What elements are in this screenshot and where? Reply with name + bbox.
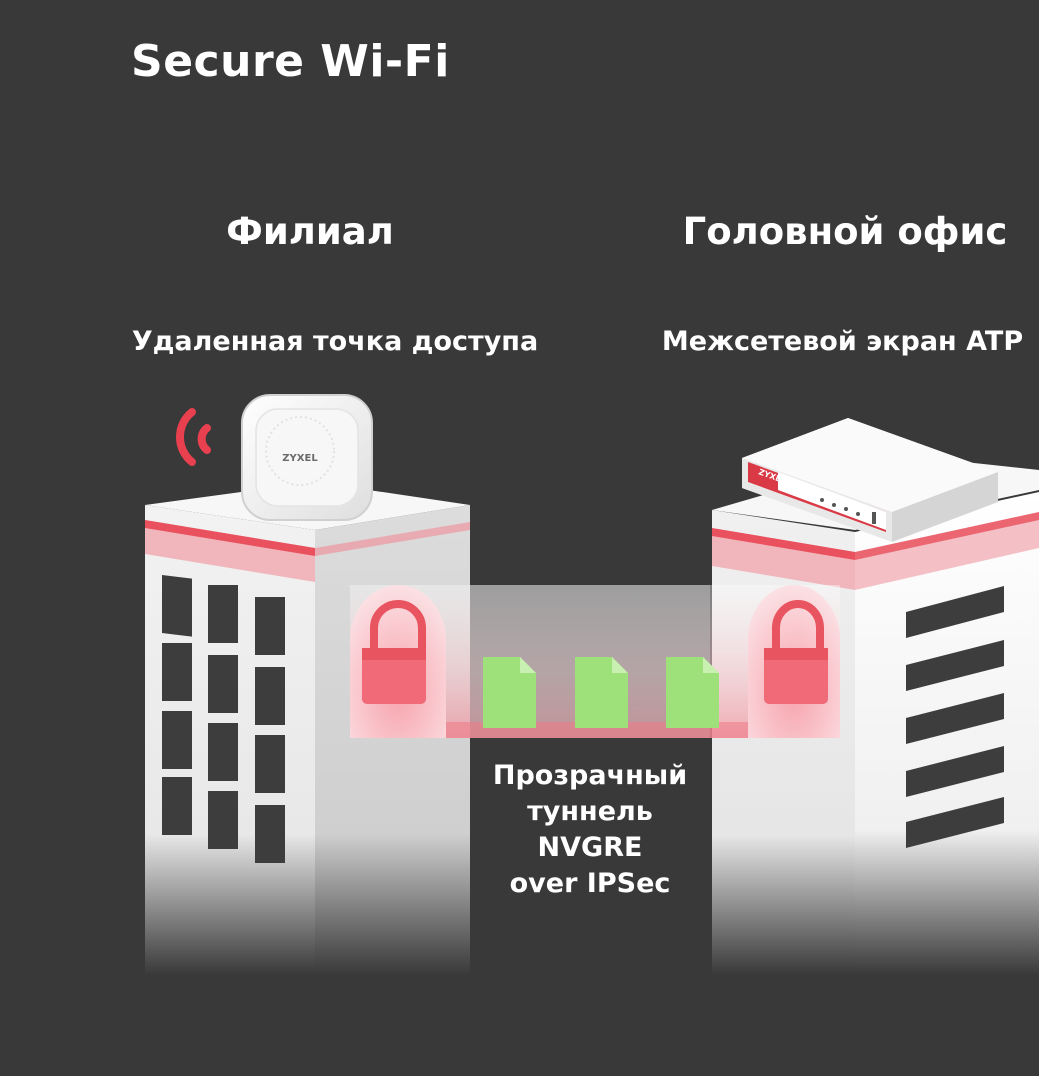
headquarters-windows xyxy=(906,586,1004,848)
tunnel-label-line: туннель xyxy=(527,796,653,827)
headquarters-building xyxy=(712,455,1039,975)
branch-heading: Филиал xyxy=(226,210,394,253)
padlock-icon xyxy=(362,600,426,704)
headquarters-heading: Головной офис xyxy=(682,210,1008,253)
document-packet-icon xyxy=(666,657,719,728)
padlock-icon xyxy=(764,600,828,704)
tunnel-label-line: Прозрачный xyxy=(492,760,688,791)
firewall-device: ZYXEL xyxy=(742,418,998,542)
branch-device-label: Удаленная точка доступа xyxy=(131,326,539,357)
document-packet-icon xyxy=(575,657,628,728)
document-packet-icon xyxy=(483,657,536,728)
wifi-signal-icon xyxy=(176,408,211,466)
headquarters-lock-niche xyxy=(748,585,840,738)
headquarters-device-label: Межсетевой экран ATP xyxy=(661,326,1024,357)
tunnel-label-line: NVGRE xyxy=(537,832,643,863)
page-title: Secure Wi-Fi xyxy=(131,36,450,87)
access-point-device: ZYXEL xyxy=(241,394,373,521)
branch-windows xyxy=(162,575,285,863)
tunnel-label-line: over IPSec xyxy=(509,868,671,899)
access-point-brand: ZYXEL xyxy=(282,453,318,464)
branch-lock-niche xyxy=(350,585,446,738)
tunnel-label: Прозрачный туннель NVGRE over IPSec xyxy=(470,758,710,902)
tunnel-packets xyxy=(483,657,719,728)
